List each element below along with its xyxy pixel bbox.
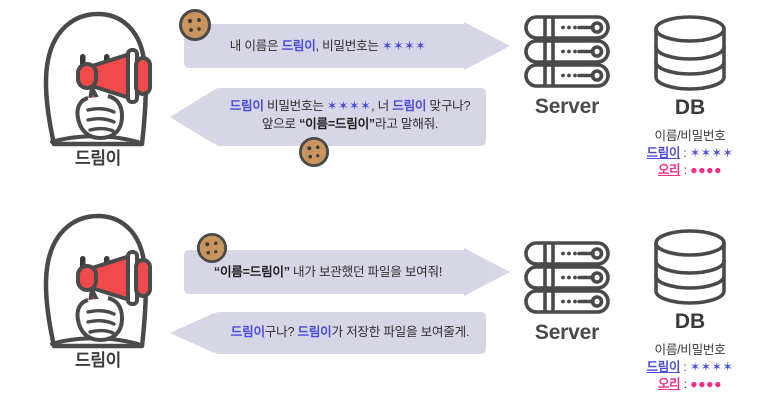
db-table-header-top: 이름/비밀번호 (654, 129, 726, 143)
db-record-separator: : (680, 146, 690, 160)
ghost-character-with-megaphone-icon (43, 11, 152, 147)
server-label-top: Server (534, 95, 600, 118)
server-rack-icon (524, 15, 610, 88)
db-record-row: 드림이 : ✶✶✶✶ (625, 143, 755, 161)
text-seg-highlight: 드림이 (230, 324, 265, 339)
request-bubble-text: “이름=드림이” 내가 보관했던 파일을 보여줘! (178, 248, 478, 296)
cookie-icon-reply-top[interactable] (298, 136, 330, 173)
reply-bubble-bottom[interactable]: 드림이구나? 드림이가 저장한 파일을 보여줄게. (168, 310, 488, 356)
character-dreami-bottom: 드림이 (18, 206, 178, 381)
text-seg-highlight: 드림이 (281, 38, 316, 53)
character-label: 드림이 (74, 149, 122, 168)
db-record-name: 오리 (657, 163, 681, 177)
arrow-right-bubble-shape (184, 22, 510, 70)
server-icon-top (523, 14, 611, 94)
reply-bubble-top[interactable]: 드림이 비밀번호는 ✶✶✶✶, 너 드림이 맞구나? 앞으로 “이름=드림이”라… (168, 86, 488, 148)
text-seg: 비밀번호는 (263, 98, 327, 113)
password-mask: ✶✶✶✶ (326, 98, 372, 113)
server-label-bottom: Server (534, 321, 600, 344)
db-record-password: ●●●● (690, 377, 723, 391)
server-rack-icon (524, 241, 610, 314)
db-record-row: 드림이 : ✶✶✶✶ (625, 357, 755, 375)
auth-row: 드림이 내 이름은 드림이, 비밀번호는 ✶✶✶✶ (0, 0, 759, 201)
password-mask: ✶✶✶✶ (382, 38, 427, 53)
db-icon-bottom (652, 228, 728, 311)
request-bubble-top[interactable]: 내 이름은 드림이, 비밀번호는 ✶✶✶✶ (178, 22, 512, 70)
text-seg: 구나? (264, 324, 298, 339)
text-seg: , 너 (371, 98, 393, 113)
ghost-character-with-megaphone-icon (43, 213, 152, 349)
cookie-value-text: “이름=드림이” (213, 264, 290, 279)
arrow-left-bubble-shape (170, 312, 486, 354)
text-seg: 라고 말해줘. (374, 117, 439, 131)
request-bubble-text: 내 이름은 드림이, 비밀번호는 ✶✶✶✶ (178, 22, 478, 70)
cookie-value-text: “이름=드림이” (299, 117, 375, 131)
database-cylinder-icon (654, 15, 726, 91)
db-record-password: ✶✶✶✶ (689, 360, 734, 374)
character-dreami-top: 드림이 (18, 4, 178, 179)
db-record-password: ✶✶✶✶ (689, 146, 734, 160)
db-icon-top (652, 14, 728, 97)
reply-bubble-text: 드림이 비밀번호는 ✶✶✶✶, 너 드림이 맞구나? 앞으로 “이름=드림이”라… (214, 86, 486, 144)
text-seg-highlight: 드림이 (229, 98, 264, 113)
text-seg: 앞으로 (261, 117, 300, 131)
db-record-separator: : (680, 163, 691, 177)
db-record-separator: : (680, 377, 691, 391)
reply-bubble-text: 드림이구나? 드림이가 저장한 파일을 보여줄게. (214, 310, 486, 354)
text-seg: 내가 보관했던 파일을 보여줘! (289, 264, 443, 279)
cookie-icon-request-bottom[interactable] (196, 232, 228, 269)
db-record-row: 오리 : ●●●● (625, 374, 755, 392)
text-seg: 가 저장한 파일을 보여줄게. (331, 324, 470, 339)
text-seg: , 비밀번호는 (315, 38, 383, 53)
db-record-row: 오리 : ●●●● (625, 160, 755, 178)
arrow-right-bubble-shape (184, 248, 510, 296)
db-table-header-bottom: 이름/비밀번호 (654, 343, 726, 357)
cookie-reuse-row: 드림이 “이름=드림이” 내가 보관했던 파일을 보여줘! (0, 202, 759, 403)
database-cylinder-icon (654, 229, 726, 305)
db-record-name: 드림이 (646, 146, 681, 160)
db-record-separator: : (680, 360, 690, 374)
server-icon-bottom (523, 240, 611, 320)
text-seg: 내 이름은 (229, 38, 282, 53)
cookie-icon-request-top[interactable] (178, 8, 212, 47)
text-seg-highlight: 드림이 (392, 98, 427, 113)
text-seg-highlight: 드림이 (297, 324, 332, 339)
db-record-password: ●●●● (690, 163, 723, 177)
text-seg: 맞구나? (426, 98, 471, 113)
db-record-name: 드림이 (646, 360, 681, 374)
db-label-bottom: DB (674, 310, 706, 333)
db-record-name: 오리 (657, 377, 681, 391)
request-bubble-bottom[interactable]: “이름=드림이” 내가 보관했던 파일을 보여줘! (178, 248, 512, 296)
character-label: 드림이 (74, 351, 122, 370)
arrow-left-bubble-shape (170, 88, 486, 146)
db-label-top: DB (674, 96, 706, 119)
